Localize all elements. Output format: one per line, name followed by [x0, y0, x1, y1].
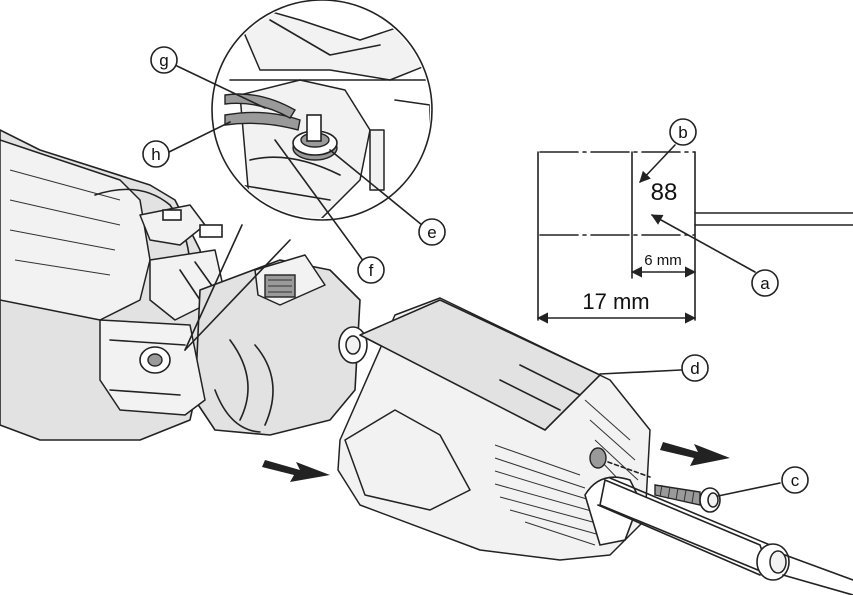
- label-dimension-inset: 88 6 mm 17 mm: [536, 151, 853, 324]
- pull-arrow-right: [660, 442, 730, 466]
- callout-leaders: [168, 65, 781, 497]
- callout-d: d: [681, 354, 709, 382]
- svg-text:d: d: [690, 359, 699, 378]
- inner-dimension-label: 6 mm: [644, 252, 682, 269]
- motor-housing: [0, 129, 226, 441]
- detail-zoom-inset: [184, 0, 433, 351]
- brush-cover: [337, 297, 651, 561]
- svg-text:c: c: [791, 471, 800, 490]
- callout-a: a: [751, 269, 779, 297]
- power-cord: [597, 477, 853, 595]
- svg-text:h: h: [151, 145, 160, 164]
- label-value: 88: [651, 179, 678, 206]
- svg-text:a: a: [760, 274, 770, 293]
- callout-c: c: [781, 466, 809, 494]
- brush-holder-assembly: [99, 254, 368, 436]
- push-arrow-left: [262, 460, 330, 482]
- screw: [654, 484, 721, 513]
- svg-text:f: f: [369, 261, 374, 280]
- outer-dimension-label: 17 mm: [582, 289, 649, 314]
- svg-text:b: b: [678, 123, 687, 142]
- callout-e: e: [418, 218, 446, 246]
- svg-text:g: g: [159, 51, 168, 70]
- svg-text:e: e: [427, 223, 436, 242]
- callout-g: g: [150, 46, 178, 74]
- callout-f: f: [357, 256, 385, 284]
- callout-b: b: [669, 118, 697, 146]
- callout-h: h: [142, 140, 170, 168]
- movement-arrows: [262, 442, 730, 482]
